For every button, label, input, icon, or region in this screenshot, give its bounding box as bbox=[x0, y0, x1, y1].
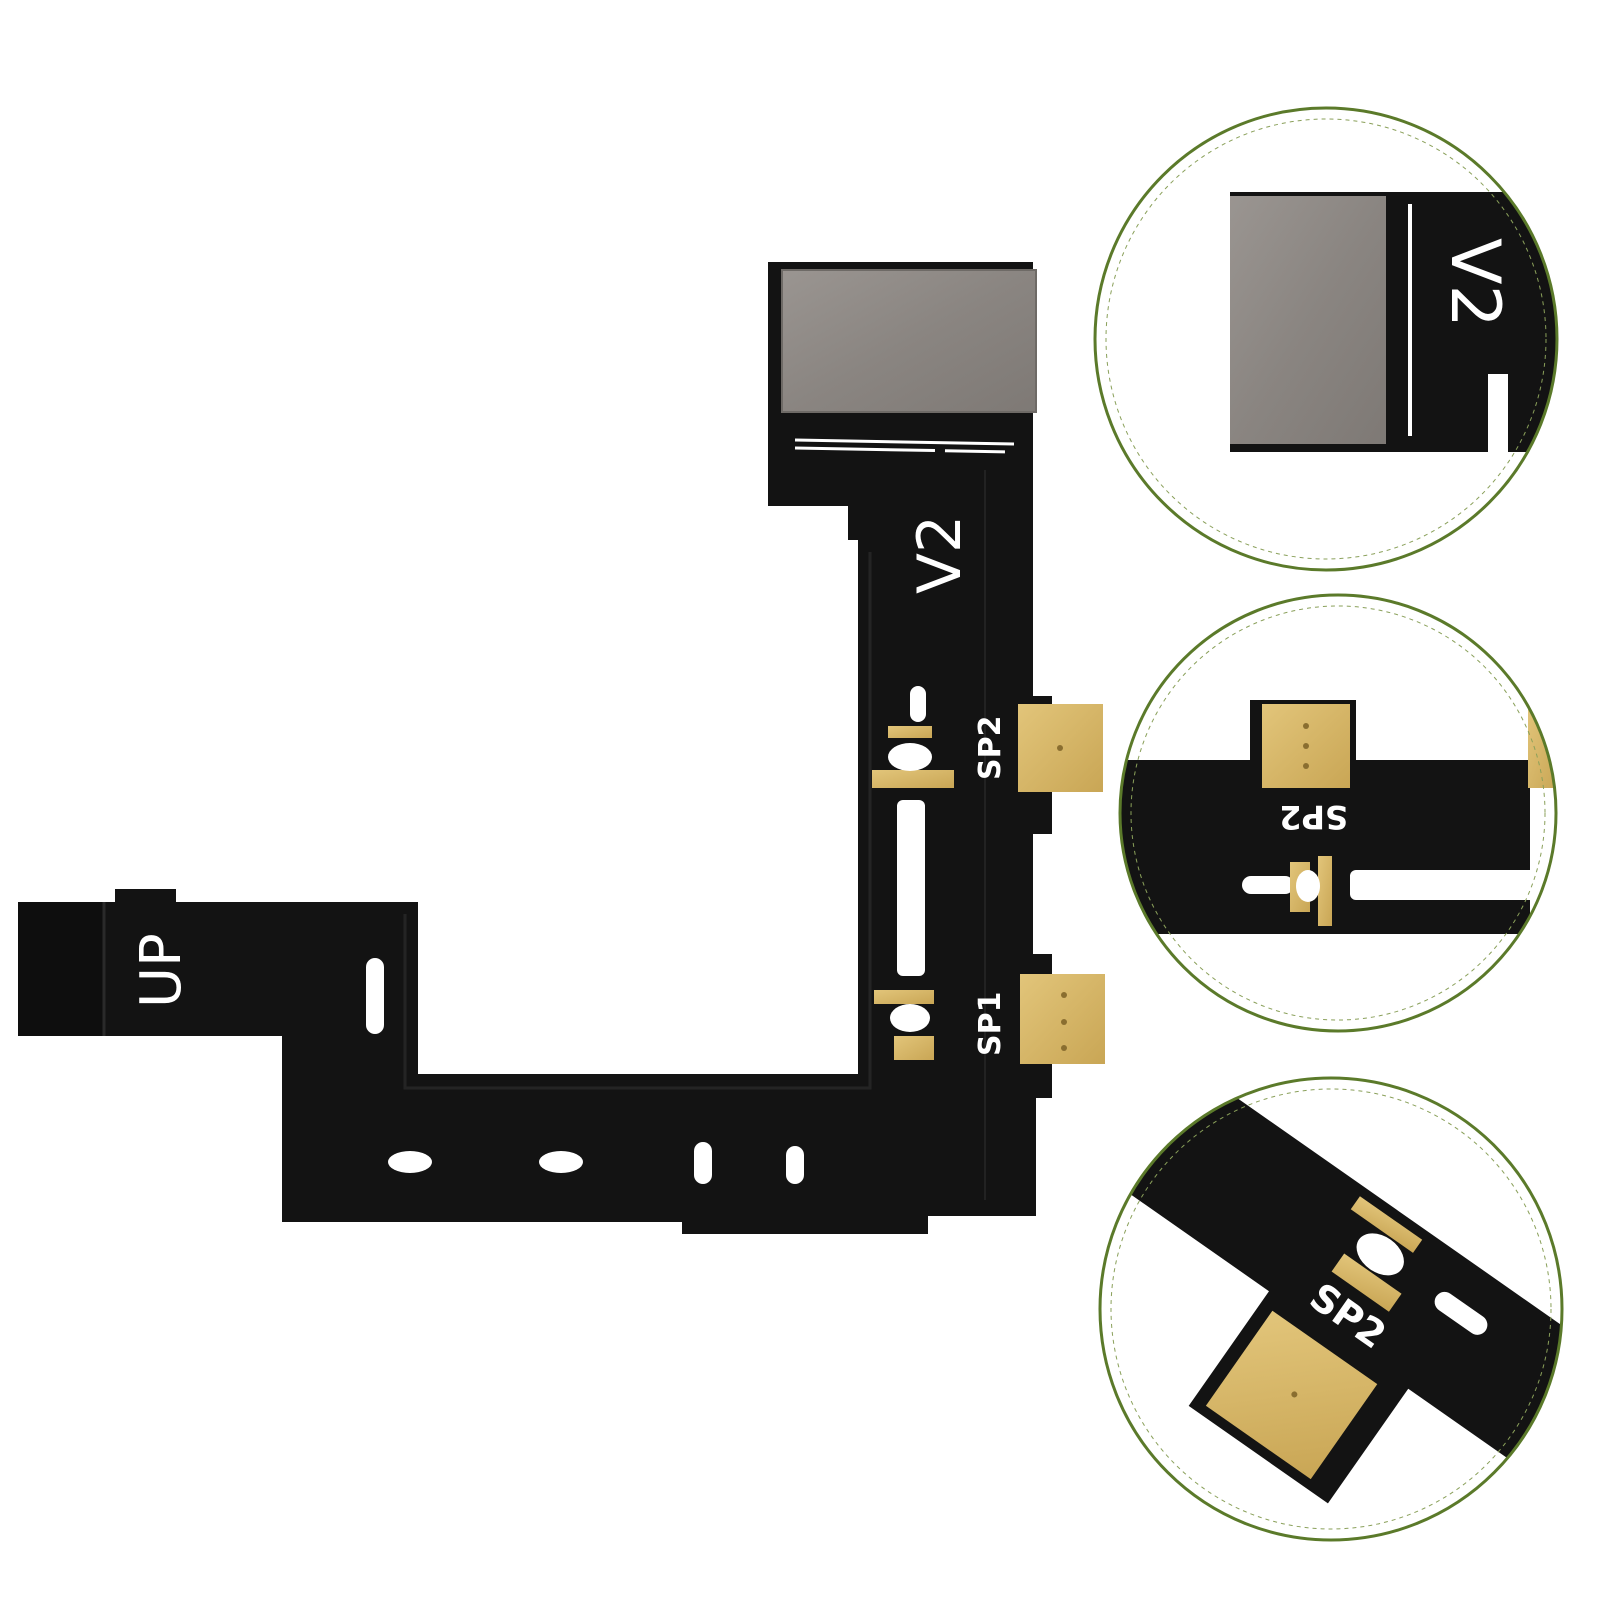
pcb-body bbox=[18, 262, 1052, 1234]
hole bbox=[694, 1142, 712, 1184]
zoom-sp2-label: SP2 bbox=[1279, 798, 1348, 836]
pcb-trace-outline bbox=[403, 552, 872, 1090]
silkscreen-line bbox=[794, 438, 1015, 446]
zoom-sp1-partial-label: P1 bbox=[1528, 798, 1574, 836]
hole bbox=[366, 958, 384, 1034]
zoom-circle-top: V2 bbox=[1093, 106, 1559, 572]
long-slot bbox=[897, 800, 925, 976]
zoom-circle-middle: SP2 P1 bbox=[1118, 593, 1574, 1033]
zoom-circle-bottom: SP2 bbox=[1098, 1076, 1564, 1542]
sp1-label: SP1 bbox=[973, 992, 1008, 1056]
up-label: UP bbox=[129, 933, 194, 1008]
version-label: V2 bbox=[905, 515, 975, 594]
hole bbox=[786, 1146, 804, 1184]
sp1-bracket-pads bbox=[874, 990, 934, 1060]
metal-shield bbox=[782, 270, 1036, 412]
zoom-version-label: V2 bbox=[1435, 238, 1514, 328]
zoom-metal-shield bbox=[1230, 196, 1386, 444]
flex-pcb-board: V2 UP SP2 SP1 bbox=[18, 262, 1105, 1234]
connector-tab bbox=[18, 902, 104, 1036]
hole bbox=[388, 1151, 432, 1173]
sp2-label: SP2 bbox=[973, 716, 1008, 780]
hole bbox=[539, 1151, 583, 1173]
zoom-slot bbox=[1350, 870, 1540, 900]
sp2-bracket-pads bbox=[872, 686, 954, 788]
